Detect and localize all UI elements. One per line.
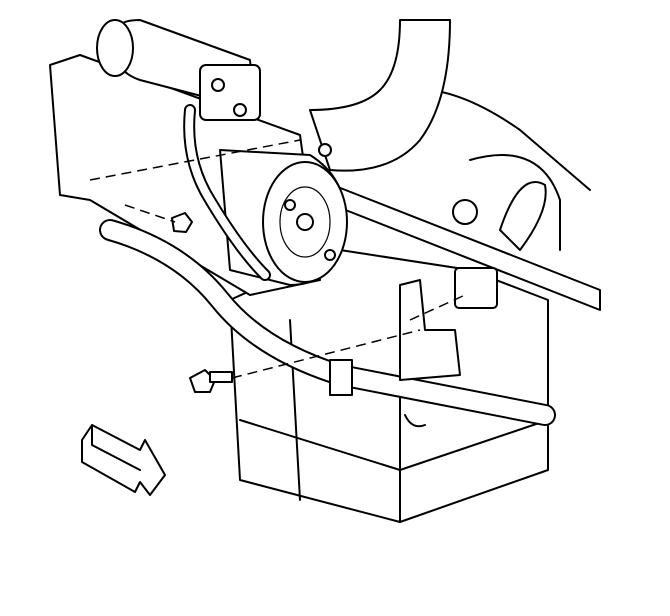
mounting-bolt: [189, 369, 233, 393]
harness-bracket: [329, 267, 498, 428]
direction-arrow: [81, 424, 166, 496]
alignment-line: [89, 139, 301, 181]
frame-rail: [319, 88, 601, 311]
alignment-line: [124, 204, 176, 223]
nut: [171, 212, 193, 233]
alignment-line: [409, 294, 466, 321]
exhaust-pipe: [309, 19, 451, 172]
wiring-harness: [99, 104, 556, 426]
alignment-line: [231, 329, 421, 379]
